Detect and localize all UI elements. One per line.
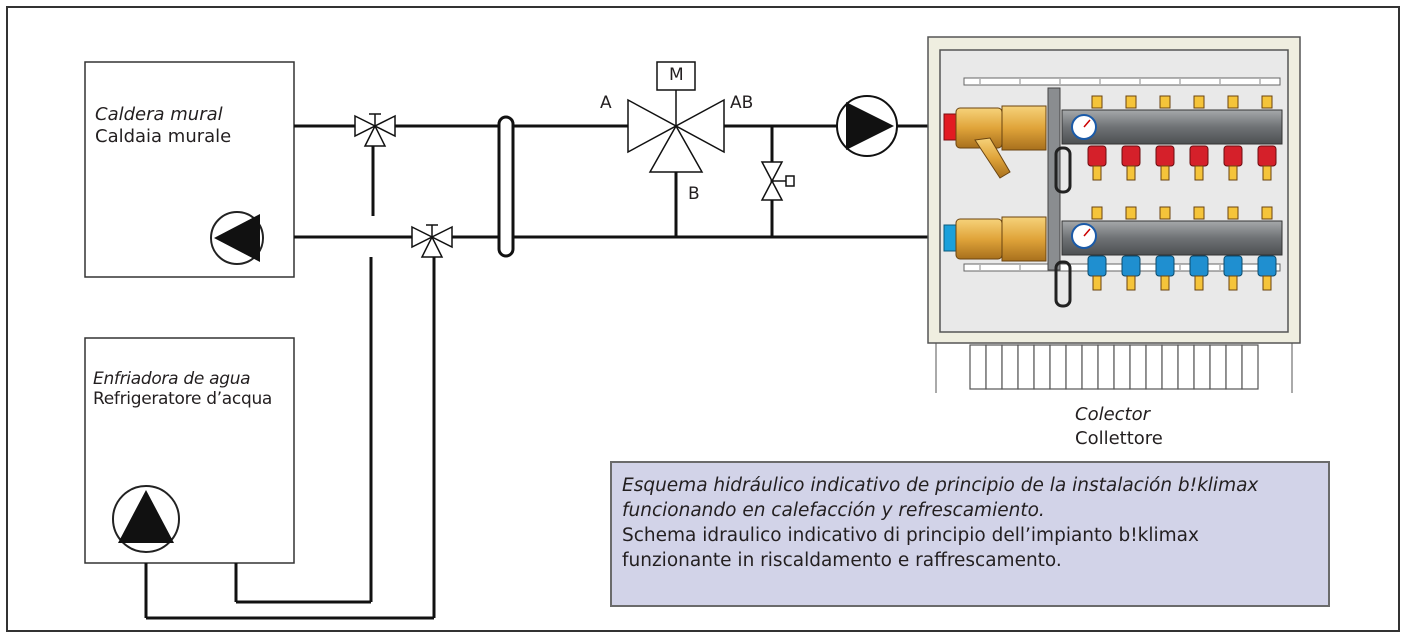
chiller-pump-icon bbox=[112, 485, 180, 553]
circulation-pump-icon bbox=[836, 95, 898, 157]
manifold-cabinet bbox=[927, 36, 1301, 344]
caption-it-line-2: funzionante in riscaldamento e raffresca… bbox=[622, 550, 1062, 571]
port-b-label: B bbox=[688, 184, 700, 204]
mixing-valve-icon bbox=[627, 61, 725, 173]
caption-it-line-1: Schema idraulico indicativo di principio… bbox=[622, 525, 1199, 546]
chiller-label-es: Enfriadora de agua bbox=[93, 369, 251, 389]
port-a-label: A bbox=[600, 93, 612, 113]
three-way-valve-upper-icon bbox=[354, 113, 396, 147]
hydraulic-separator bbox=[497, 115, 515, 258]
boiler-label-es: Caldera mural bbox=[95, 104, 223, 125]
caption-box: Esquema hidráulico indicativo de princip… bbox=[610, 461, 1330, 607]
caption-es-line-2: funcionando en calefacción y refrescamie… bbox=[622, 500, 1045, 521]
pipework bbox=[144, 124, 928, 620]
boiler-pump-icon bbox=[210, 211, 264, 265]
diagram-frame bbox=[6, 6, 1400, 632]
cabinet-grille bbox=[935, 343, 1293, 393]
manifold-label-it: Collettore bbox=[1075, 428, 1163, 449]
manifold-label-es: Colector bbox=[1075, 404, 1151, 425]
chiller-unit bbox=[84, 337, 295, 564]
bypass-valve-icon bbox=[760, 161, 795, 201]
caption-es-line-1: Esquema hidráulico indicativo de princip… bbox=[622, 475, 1259, 496]
boiler-label-it: Caldaia murale bbox=[95, 126, 232, 147]
port-ab-label: AB bbox=[730, 93, 754, 113]
return-manifold bbox=[943, 206, 1283, 308]
supply-manifold bbox=[943, 95, 1283, 194]
chiller-label-it: Refrigeratore d’acqua bbox=[93, 389, 273, 409]
valve-motor-label: M bbox=[669, 65, 684, 85]
three-way-valve-lower-icon bbox=[411, 224, 453, 258]
